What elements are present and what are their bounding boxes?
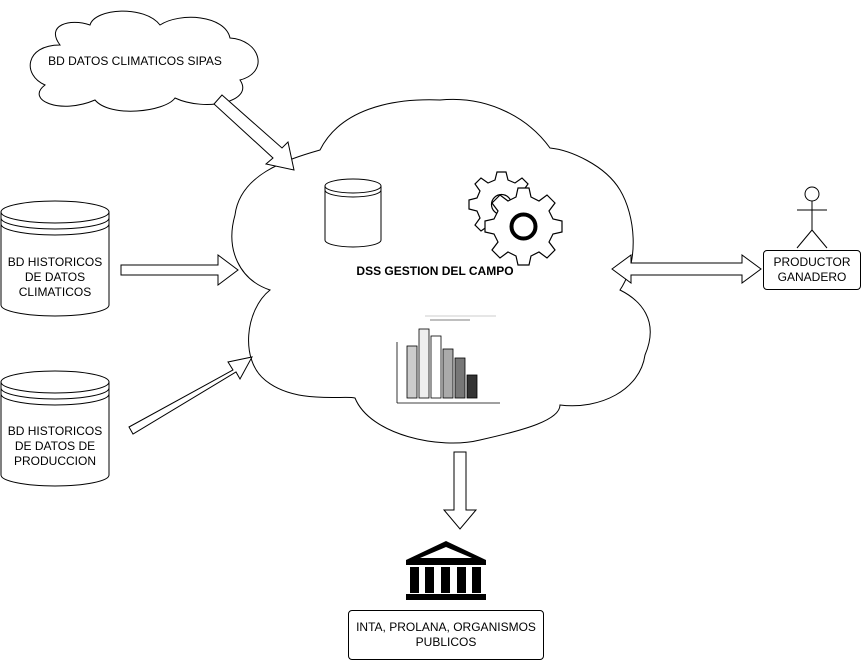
- database-icon: [324, 178, 382, 248]
- institution-box: INTA, PROLANA, ORGANISMOS PUBLICOS: [348, 610, 544, 660]
- arrow-climate-to-dss: [213, 94, 295, 171]
- arrow-dss-actor-bidirectional: [611, 254, 762, 284]
- actor-box: PRODUCTOR GANADERO: [763, 250, 861, 290]
- historic-production-db-label: BD HISTORICOS DE DATOS DE PRODUCCION: [7, 424, 103, 468]
- person-icon: [796, 186, 828, 249]
- historic-production-db-shape: [0, 370, 110, 487]
- climate-data-cloud-shape: [29, 10, 259, 112]
- climate-data-cloud-label: BD DATOS CLIMATICOS SIPAS: [48, 54, 222, 68]
- institution-building-icon: [406, 541, 486, 600]
- bar-chart-icon: [396, 315, 500, 404]
- arrow-historic-production-to-dss: [128, 356, 253, 435]
- arrow-historic-climate-to-dss: [120, 254, 239, 286]
- gears-icon: [468, 171, 563, 266]
- main-dss-cloud-label: DSS GESTION DEL CAMPO: [356, 264, 514, 278]
- arrow-dss-to-institution: [442, 451, 478, 530]
- historic-climate-db-label: BD HISTORICOS DE DATOS CLIMATICOS: [7, 255, 103, 299]
- historic-climate-db-shape: [0, 200, 110, 317]
- institution-label: INTA, PROLANA, ORGANISMOS PUBLICOS: [356, 620, 536, 649]
- actor-label: PRODUCTOR GANADERO: [773, 255, 851, 284]
